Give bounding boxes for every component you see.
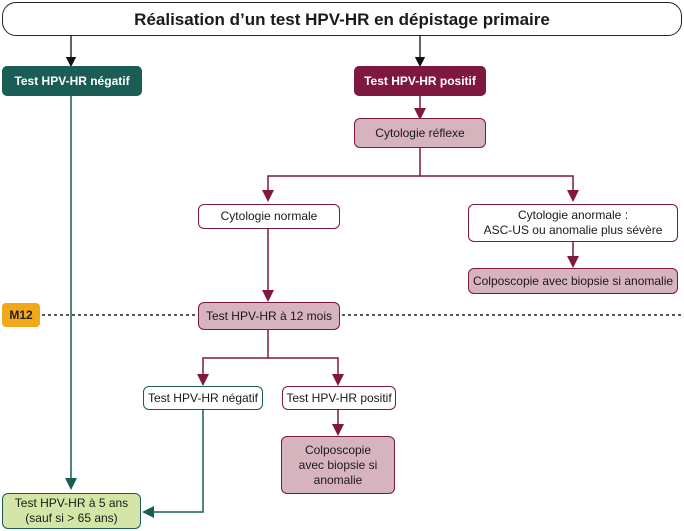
arrow-cyto-normale xyxy=(262,148,421,202)
node-neg-initial: Test HPV-HR négatif xyxy=(2,66,142,96)
node-cyto-normale: Cytologie normale xyxy=(198,204,340,229)
arrow-12-neg xyxy=(197,330,269,386)
node-cyto-anormale: Cytologie anormale : ASC-US ou anomalie … xyxy=(468,204,678,242)
cyto-anormale-line2: ASC-US ou anomalie plus sévère xyxy=(483,223,663,237)
cyto-anormale-line1: Cytologie anormale : xyxy=(517,208,629,222)
node-colpo-right: Colposcopie avec biopsie si anomalie xyxy=(468,268,678,294)
arrow-12-pos xyxy=(268,357,344,386)
node-test-5-ans: Test HPV-HR à 5 ans (sauf si > 65 ans) xyxy=(2,493,141,529)
arrow-cyto-anormale xyxy=(420,175,579,202)
node-colpo-bottom: Colposcopie avec biopsie si anomalie xyxy=(281,436,395,494)
arrow-neg12-5ans xyxy=(142,410,204,518)
test-5-ans-line2: (sauf si > 65 ans) xyxy=(25,511,118,525)
node-neg-12: Test HPV-HR négatif xyxy=(143,386,263,410)
node-pos-12: Test HPV-HR positif xyxy=(282,386,396,410)
test-5-ans-line1: Test HPV-HR à 5 ans xyxy=(14,496,129,510)
node-test-12-mois: Test HPV-HR à 12 mois xyxy=(198,302,340,330)
node-pos-initial: Test HPV-HR positif xyxy=(354,66,486,96)
milestone-m12-badge: M12 xyxy=(2,303,40,327)
node-cyto-reflexe: Cytologie réflexe xyxy=(354,118,486,148)
page-title: Réalisation d’un test HPV-HR en dépistag… xyxy=(2,2,682,36)
